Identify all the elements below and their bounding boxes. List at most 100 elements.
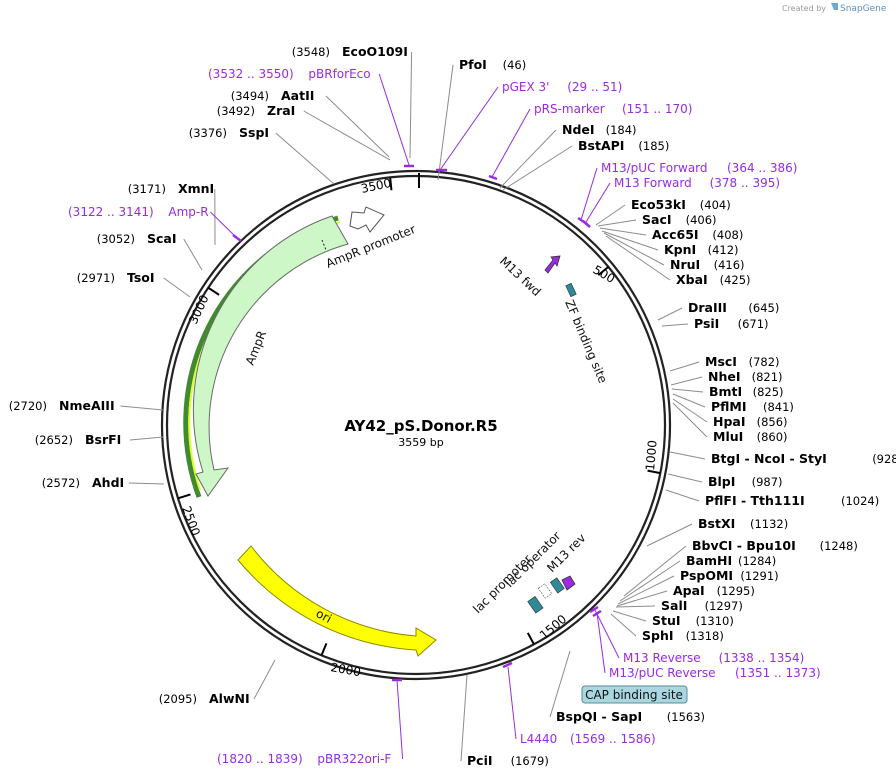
primer-pbrforeco[interactable]: (3532 .. 3550)pBRforEco: [208, 67, 371, 81]
site-position: (404): [700, 198, 731, 212]
site-pfoi[interactable]: PfoI(46): [459, 57, 526, 72]
site-scai[interactable]: (3052)ScaI: [97, 231, 177, 246]
site-position: (1297): [705, 599, 743, 613]
site-name: BmtI: [709, 384, 742, 399]
feature-ampr-promoter[interactable]: [349, 206, 385, 233]
primer-mark-m13-forward[interactable]: [582, 220, 591, 228]
site-ahdi[interactable]: (2572)AhdI: [42, 475, 124, 490]
site-kpni[interactable]: KpnI(412): [664, 242, 739, 257]
ruler-tick-mark: [526, 632, 535, 645]
site-btgi-ncoi-styi[interactable]: BtgI - NcoI - StyI(928): [711, 451, 896, 466]
site-pspomi[interactable]: PspOMI(1291): [680, 568, 779, 583]
site-bmti[interactable]: BmtI (825): [709, 384, 784, 399]
leader-sali: [615, 605, 656, 608]
site-pflmi[interactable]: PflMI(841): [711, 399, 794, 414]
feature-zf-binding-site[interactable]: [565, 282, 577, 298]
ruler-tick-mark: [177, 493, 191, 500]
feature-lac-operator[interactable]: [537, 583, 553, 599]
site-nmeaiii[interactable]: (2720)NmeAIII: [9, 398, 115, 413]
primer-pbr322ori-f[interactable]: (1820 .. 1839)pBR322ori-F: [217, 752, 391, 766]
site-sspi[interactable]: (3376)SspI: [189, 125, 269, 140]
site-psii[interactable]: PsiI(671): [694, 316, 769, 331]
site-bsrfi[interactable]: (2652)BsrFI: [35, 432, 122, 447]
site-name: ApaI: [673, 583, 705, 598]
site-nhei[interactable]: NheI(821): [708, 369, 783, 384]
site-draiii[interactable]: DraIII(645): [688, 300, 779, 315]
primer-name: M13 Forward: [614, 176, 692, 190]
leader-bsrfi: [129, 436, 164, 441]
ruler-tick-label: 2000: [329, 660, 362, 679]
feature-ori[interactable]: [237, 545, 437, 657]
site-sali[interactable]: SalI(1297): [661, 598, 743, 613]
site-position: (860): [757, 430, 788, 444]
primer-name: L4440: [520, 732, 557, 746]
primer-amp-r[interactable]: (3122 .. 3141)Amp-R: [68, 205, 209, 219]
site-sphi[interactable]: SphI(1318): [642, 628, 724, 643]
site-pflfi-tth111i[interactable]: PflFI - Tth111I(1024): [705, 493, 879, 508]
site-bamhi[interactable]: BamHI(1284): [686, 553, 776, 568]
site-acc65i[interactable]: Acc65I(408): [652, 227, 743, 242]
site-name: KpnI: [664, 242, 696, 257]
feature-m13-fwd[interactable]: [544, 255, 561, 274]
site-xbai[interactable]: XbaI(425): [676, 272, 751, 287]
primer-m13-puc-forward[interactable]: M13/pUC Forward(364 .. 386): [601, 161, 797, 175]
site-ecoo109i[interactable]: (3548)EcoO109I: [292, 44, 408, 59]
site-ndei[interactable]: NdeI(184): [562, 122, 637, 137]
site-blpi[interactable]: BlpI(987): [708, 474, 783, 489]
primer-m13-puc-reverse[interactable]: M13/pUC Reverse(1351 .. 1373): [609, 666, 821, 680]
primer-range: (1351 .. 1373): [735, 666, 821, 680]
feature-m13-rev[interactable]: [561, 575, 576, 591]
site-saci[interactable]: SacI(406): [642, 212, 717, 227]
site-name: XmnI: [178, 181, 214, 196]
site-position: (416): [714, 258, 745, 272]
site-position: (645): [748, 301, 779, 315]
site-hpai[interactable]: HpaI(856): [713, 414, 788, 429]
primer-pgex-3[interactable]: pGEX 3'(29 .. 51): [502, 80, 622, 94]
site-alwni[interactable]: (2095)AlwNI: [159, 691, 250, 706]
site-position: (825): [753, 385, 784, 399]
primer-mark-prs-marker[interactable]: [488, 174, 498, 181]
feature-lac-promoter[interactable]: [527, 595, 544, 614]
site-pcii[interactable]: PciI(1679): [467, 753, 549, 768]
primer-m13-forward[interactable]: M13 Forward(378 .. 395): [614, 176, 780, 190]
site-tsoi[interactable]: (2971)TsoI: [77, 270, 155, 285]
primer-mark-l4440[interactable]: [502, 661, 513, 669]
site-msci[interactable]: MscI(782): [705, 354, 780, 369]
site-mlui[interactable]: MluI(860): [713, 429, 788, 444]
site-name: BstXI: [698, 516, 735, 531]
site-xmni[interactable]: (3171)XmnI: [128, 181, 214, 196]
leader-pfoi: [437, 64, 454, 181]
feature-cap-site-box[interactable]: [549, 577, 565, 594]
site-eco53ki[interactable]: Eco53kI(404): [631, 197, 731, 212]
primer-leader-pbrforeco: [378, 73, 410, 166]
site-bspqi-sapi[interactable]: BspQI - SapI(1563): [556, 709, 705, 724]
primer-m13-reverse[interactable]: M13 Reverse(1338 .. 1354): [623, 651, 804, 665]
primer-prs-marker[interactable]: pRS-marker(151 .. 170): [534, 102, 692, 116]
leader-saci: [597, 219, 637, 227]
site-stui[interactable]: StuI(1310): [652, 613, 734, 628]
leader-alwni: [253, 659, 276, 700]
site-bstapi[interactable]: BstAPI(185): [578, 138, 669, 153]
site-bstxi[interactable]: BstXI(1132): [698, 516, 788, 531]
site-bbvci-bpu10i[interactable]: BbvCI - Bpu10I(1248): [692, 538, 858, 553]
site-aatii[interactable]: (3494)AatII: [231, 88, 315, 103]
leader-sphi: [610, 613, 637, 637]
site-name: XbaI: [676, 272, 708, 287]
site-position: (821): [752, 370, 783, 384]
site-name: AatII: [281, 88, 314, 103]
leader-sspi: [275, 132, 335, 185]
leader-ahdi: [128, 482, 165, 485]
site-position: (2652): [35, 433, 73, 447]
cap-binding-site-box[interactable]: [581, 685, 688, 704]
feature-ampr[interactable]: [183, 215, 349, 498]
primer-l4440[interactable]: L4440(1569 .. 1586): [520, 732, 656, 746]
site-nrui[interactable]: NruI(416): [670, 257, 745, 272]
site-name: BlpI: [708, 474, 735, 489]
snapgene-logo-icon: [831, 3, 838, 10]
primer-mark-m13-reverse[interactable]: [589, 605, 599, 614]
site-zrai[interactable]: (3492)ZraI: [217, 103, 296, 118]
leader-btgi-ncoi-styi: [669, 451, 706, 460]
leader-pcii: [460, 674, 468, 762]
site-apai[interactable]: ApaI(1295): [673, 583, 755, 598]
